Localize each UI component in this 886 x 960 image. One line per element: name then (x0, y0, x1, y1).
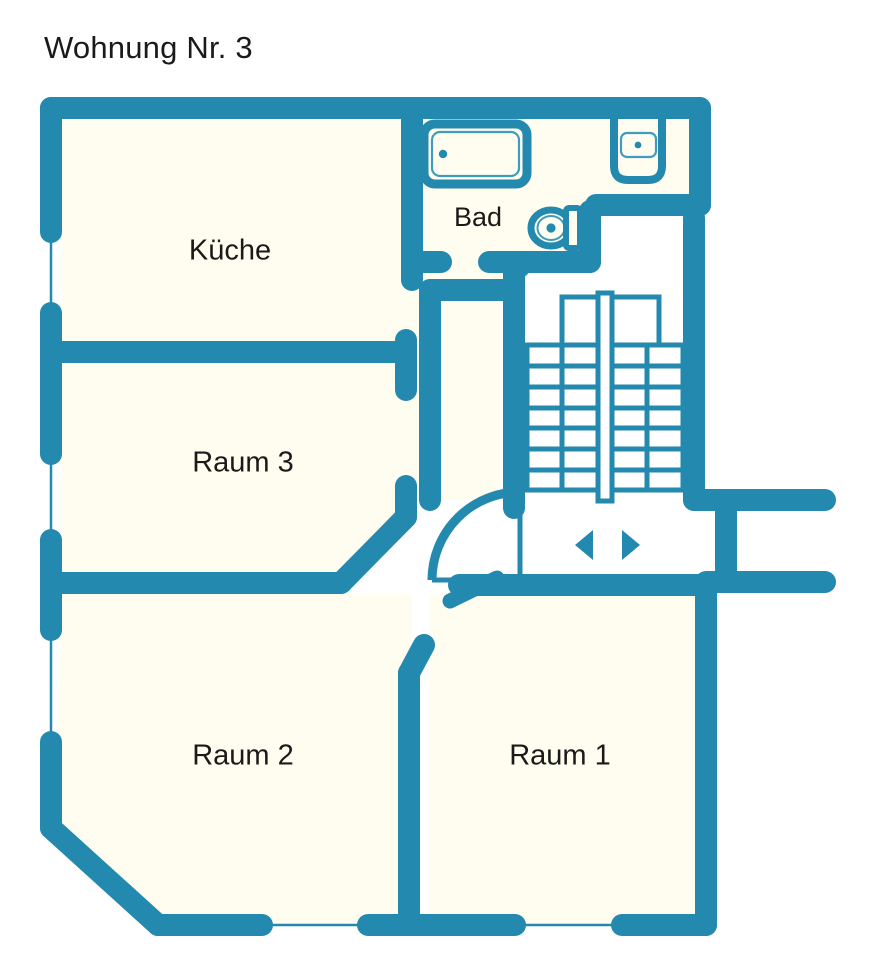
windows (49, 232, 622, 927)
toilet-icon (527, 205, 583, 251)
room-fill-raum3 (62, 360, 412, 575)
room-label-raum1: Raum 1 (509, 740, 611, 772)
bathtub-icon (419, 119, 532, 189)
washbasin-icon (610, 118, 666, 184)
room-fill-corridor (432, 265, 500, 500)
room-label-kueche: Küche (189, 235, 271, 267)
wall-exterior-chamfer (40, 817, 169, 936)
stair-well-fill (514, 205, 886, 960)
room-labels: Küche Bad Raum 3 Raum 2 Raum 1 (189, 202, 611, 772)
bathroom-fixtures (419, 118, 666, 251)
wall-raum1-raum2-head (398, 634, 435, 684)
page-title: Wohnung Nr. 3 (44, 30, 253, 65)
room-label-bad: Bad (454, 202, 502, 232)
wall-raum3-angled (330, 506, 417, 594)
room-label-raum2: Raum 2 (192, 740, 294, 772)
wall-stair-core-left-top (503, 255, 531, 283)
room-fill-kueche (62, 118, 412, 345)
room-fill-raum2 (55, 594, 412, 925)
room-fill-raum1 (430, 594, 706, 925)
stair-direction-markers (575, 530, 640, 560)
walls (40, 97, 836, 936)
staircase (524, 290, 686, 560)
room-label-raum3: Raum 3 (192, 447, 294, 479)
